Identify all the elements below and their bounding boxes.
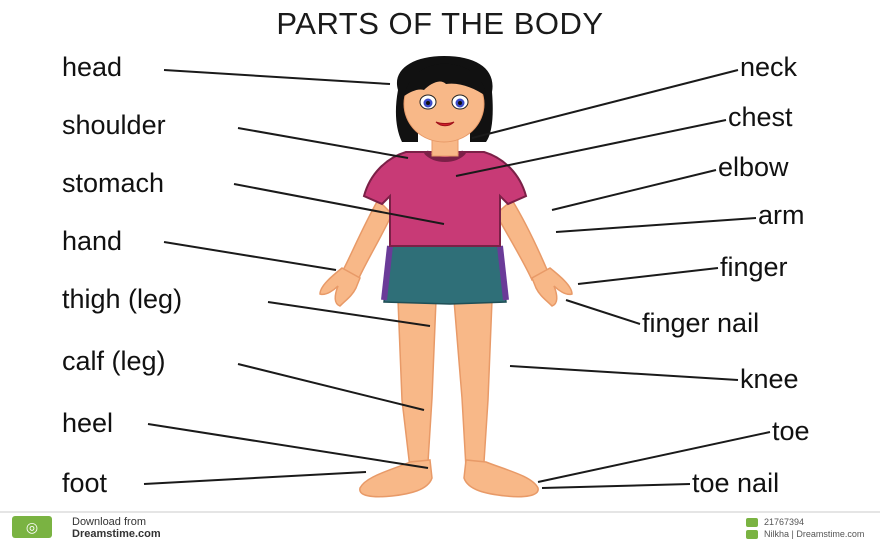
image-id-icon (746, 518, 758, 527)
dreamstime-logo-icon: ◎ (12, 516, 52, 538)
label-shoulder: shoulder (62, 112, 166, 139)
right-foot (464, 460, 538, 497)
label-heel: heel (62, 410, 113, 437)
left-foot (360, 460, 432, 497)
label-toe: toe (772, 418, 810, 445)
label-finger: finger (720, 254, 788, 281)
left-leg (398, 300, 436, 468)
label-hand: hand (62, 228, 122, 255)
label-finger-nail: finger nail (642, 310, 759, 337)
label-head: head (62, 54, 122, 81)
credit-icon (746, 530, 758, 539)
label-thigh: thigh (leg) (62, 286, 182, 313)
label-arm: arm (758, 202, 805, 229)
label-toe-nail: toe nail (692, 470, 779, 497)
footer-download-text: Download from (72, 516, 146, 528)
label-chest: chest (728, 104, 793, 131)
label-stomach: stomach (62, 170, 164, 197)
label-neck: neck (740, 54, 797, 81)
footer-image-id: 21767394 (764, 517, 804, 527)
footer-site-link[interactable]: Dreamstime.com (72, 528, 161, 540)
footer-bar: ◎ Download from Dreamstime.com 21767394 … (0, 511, 880, 542)
label-elbow: elbow (718, 154, 789, 181)
shorts (384, 244, 506, 304)
right-leg (454, 300, 492, 468)
label-calf: calf (leg) (62, 348, 166, 375)
label-foot: foot (62, 470, 107, 497)
footer-credit: Nilkha | Dreamstime.com (764, 529, 864, 539)
label-knee: knee (740, 366, 799, 393)
